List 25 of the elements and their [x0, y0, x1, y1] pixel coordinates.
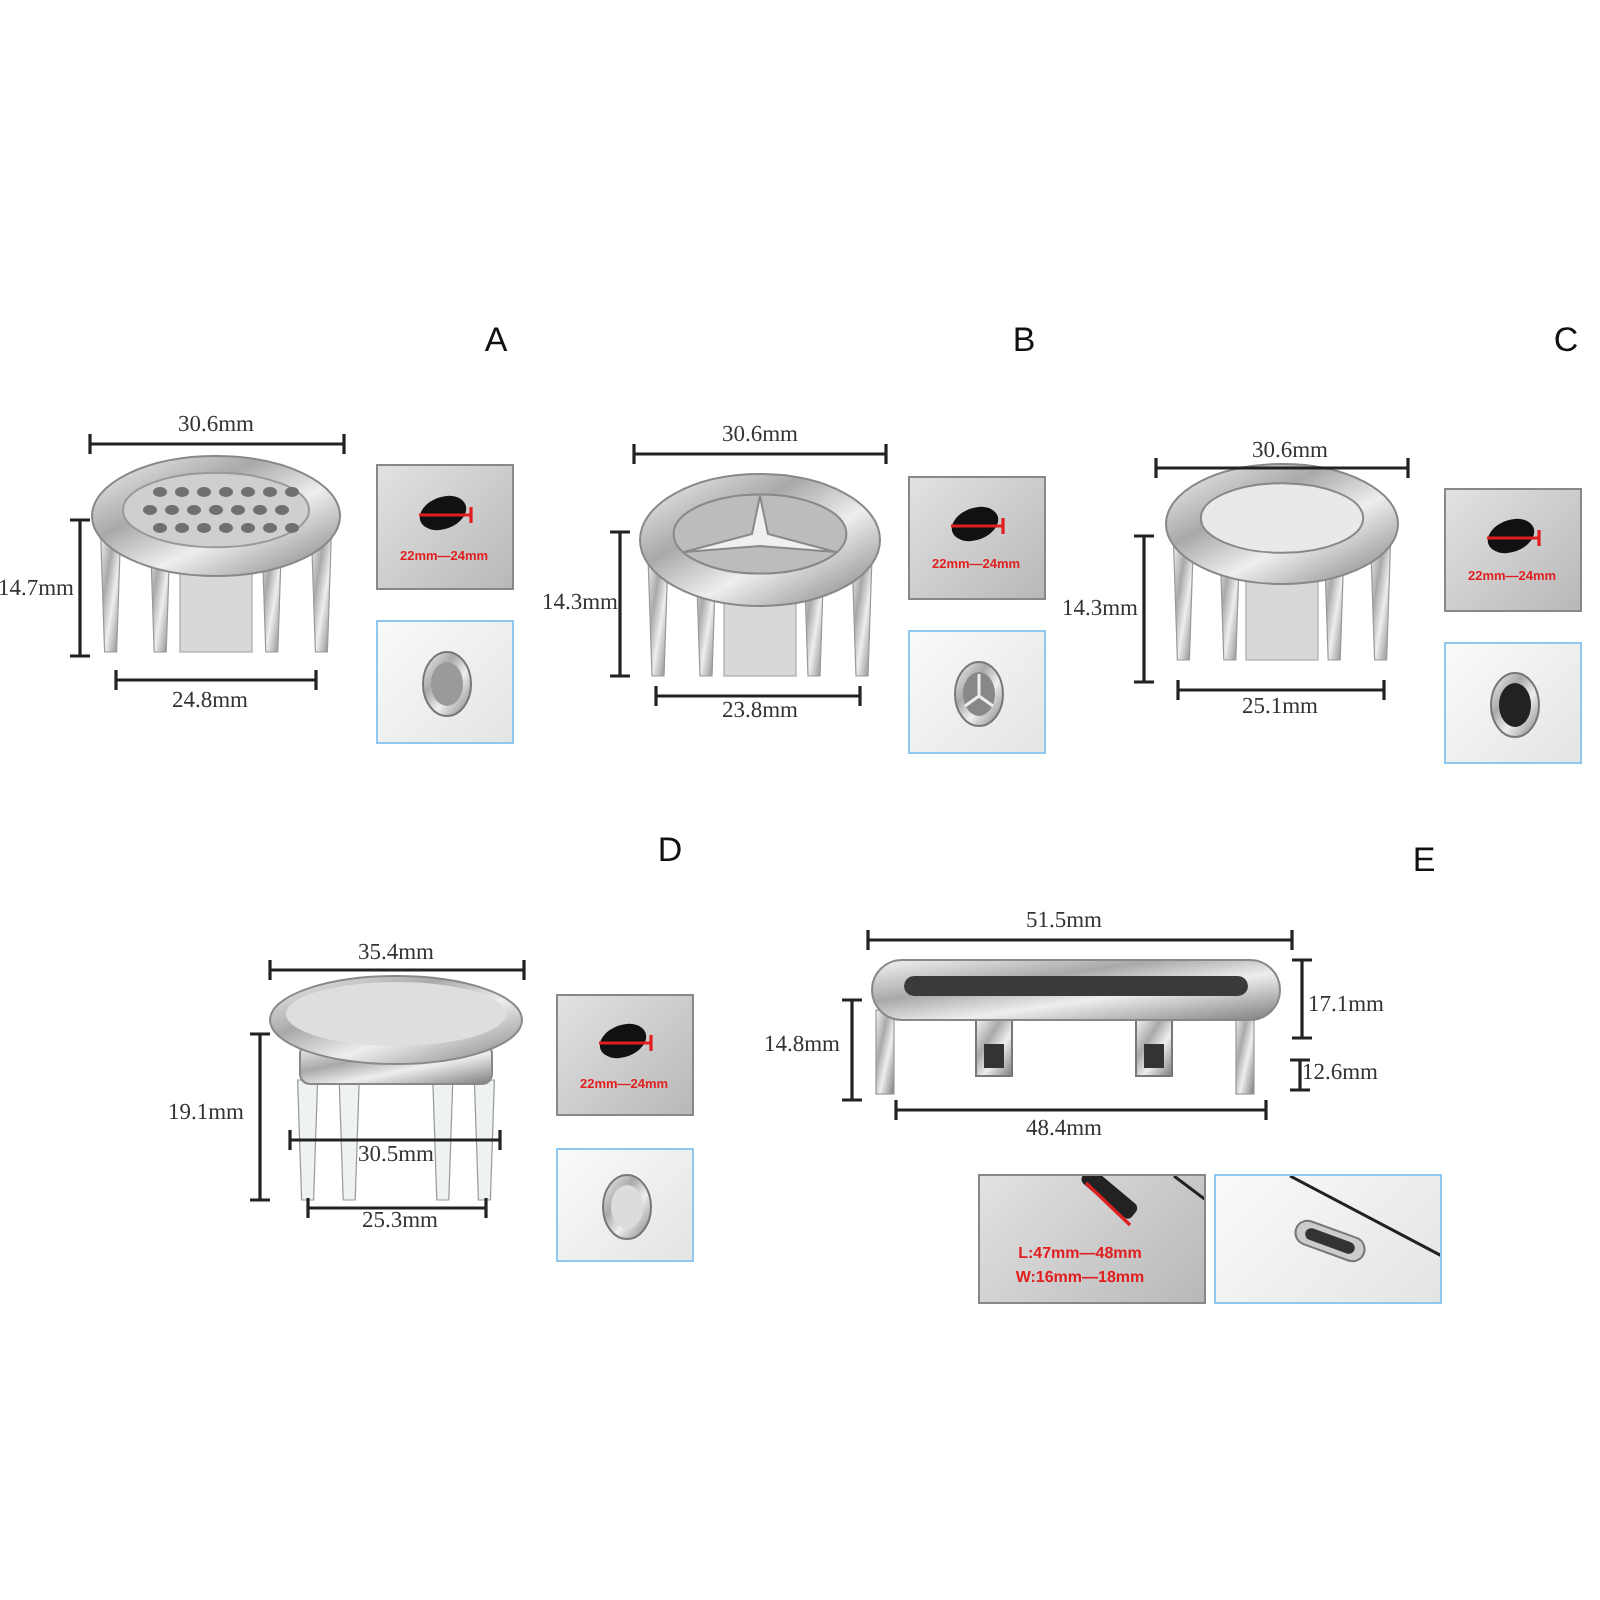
dimension-value: 48.4mm	[1026, 1118, 1102, 1142]
dimension-value: 23.8mm	[722, 700, 798, 724]
dimension-value: 19.1mm	[168, 1102, 244, 1126]
panel-letter: D	[657, 833, 683, 867]
dimension-value: 30.6mm	[722, 424, 798, 448]
dimension-value: 14.7mm	[0, 578, 74, 602]
hole-size-label: L:47mm—48mm	[1018, 1246, 1142, 1262]
dimension-value: 24.8mm	[172, 690, 248, 714]
dimension-value: 17.1mm	[1308, 994, 1384, 1018]
panel-letter: E	[1412, 843, 1436, 877]
dimension-value: 25.3mm	[362, 1210, 438, 1234]
dimension-value: 12.6mm	[1302, 1062, 1378, 1086]
dimension-value: 25.1mm	[1242, 696, 1318, 720]
dimension-value: 30.6mm	[178, 414, 254, 438]
dimension-value: 30.6mm	[1252, 440, 1328, 464]
panel-letter: A	[484, 323, 508, 357]
dimension-value: 35.4mm	[358, 942, 434, 966]
dimension-value: 14.8mm	[764, 1034, 840, 1058]
dimension-value: 30.5mm	[358, 1144, 434, 1168]
panel-letter: B	[1012, 323, 1036, 357]
dimension-value: 51.5mm	[1026, 910, 1102, 934]
panel-letter: C	[1553, 323, 1579, 357]
dimension-value: 14.3mm	[542, 592, 618, 616]
hole-size-label: W:16mm—18mm	[1015, 1270, 1145, 1286]
dimension-value: 14.3mm	[1062, 598, 1138, 622]
